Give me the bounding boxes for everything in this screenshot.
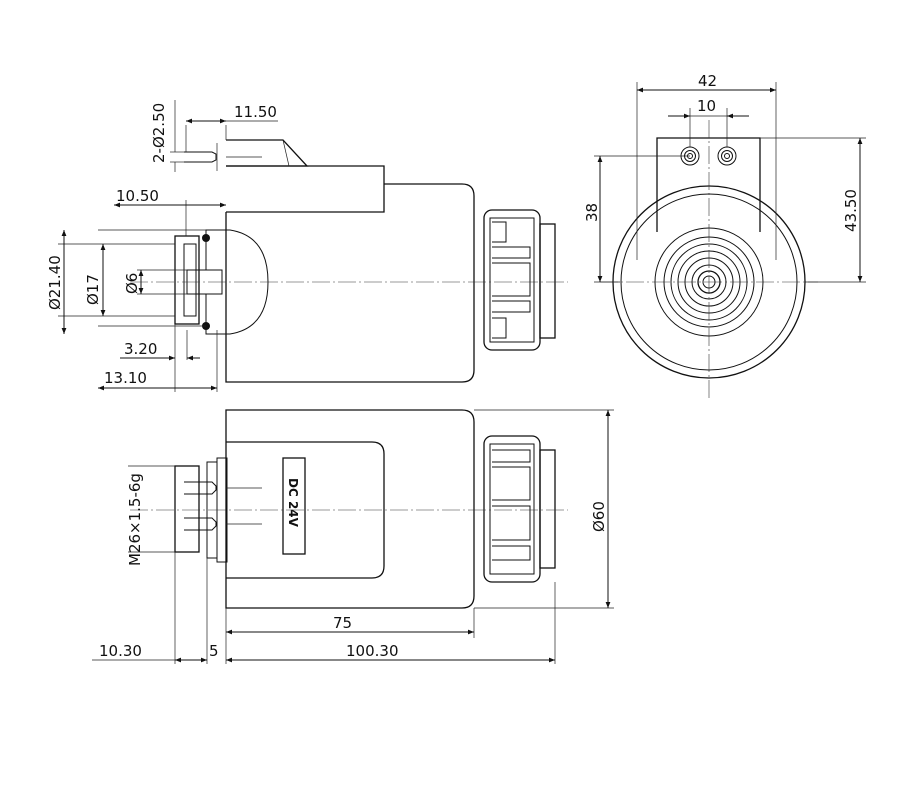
w-42-dim: 42 [698, 72, 717, 90]
l-75-dim: 75 [333, 614, 352, 632]
dia-60-dim: Ø60 [590, 501, 608, 532]
l-10-30-dim: 10.30 [99, 642, 142, 660]
dia-6-dim: Ø6 [123, 273, 141, 294]
pin-length-dim: 11.50 [234, 103, 277, 121]
l-100-30-dim: 100.30 [346, 642, 399, 660]
knurled-nut [483, 209, 556, 351]
thread-dim: M26×1.5-6g [126, 473, 144, 566]
side-view-sectioned [174, 139, 556, 383]
w-10-dim: 10 [697, 97, 716, 115]
knurled-nut-bottom [483, 435, 556, 583]
dia-17-dim: Ø17 [84, 274, 102, 305]
front-length-dim: 10.50 [116, 187, 159, 205]
pin-diameter-dim: 2-Ø2.50 [150, 103, 168, 163]
h-38-dim: 38 [583, 203, 601, 222]
voltage-label: DC 24V [286, 478, 300, 528]
end-view [600, 120, 818, 398]
h-43-50-dim: 43.50 [842, 189, 860, 232]
d-3-20-dim: 3.20 [124, 340, 157, 358]
bottom-view-dimensions: M26×1.5-6g Ø60 75 10.30 5 100.30 [92, 409, 614, 664]
bottom-view: DC 24V [130, 409, 568, 609]
dia-21-40-dim: Ø21.40 [46, 255, 64, 310]
l-5-dim: 5 [209, 642, 219, 660]
end-view-dimensions: 42 10 38 43.50 [583, 72, 866, 283]
side-view-dimensions: 2-Ø2.50 11.50 10.50 Ø21.40 Ø17 Ø6 3.20 1… [46, 100, 568, 392]
d-13-10-dim: 13.10 [104, 369, 147, 387]
